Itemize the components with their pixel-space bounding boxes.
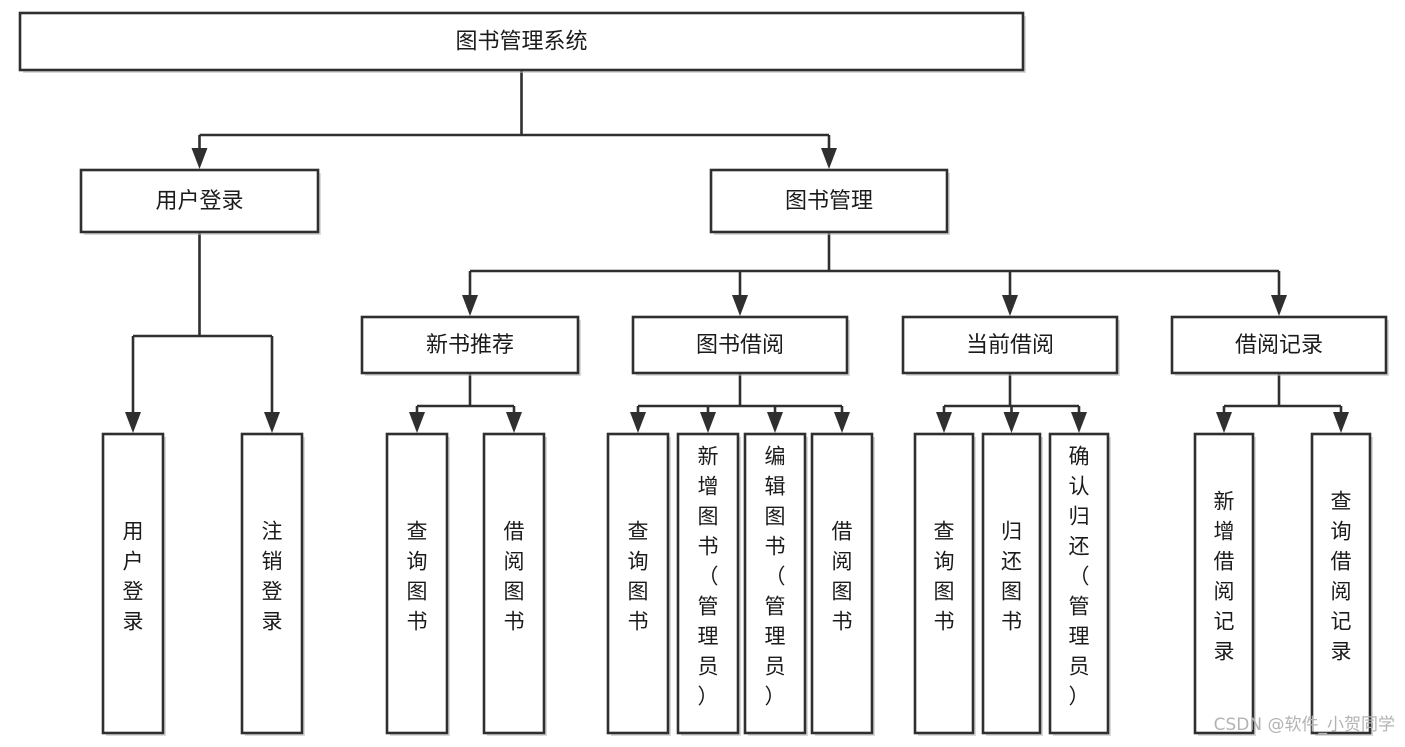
node-box-leaf-borrow-book-rec[interactable] <box>482 432 546 735</box>
connector-borrow-to-leaves <box>630 373 850 433</box>
node-label-user-login: 用户登录 <box>155 189 243 214</box>
connector-userlogin-to-leaves <box>125 232 280 433</box>
node-book-borrow[interactable]: 图书借阅 <box>631 315 850 376</box>
node-leaf-query-book-rec[interactable]: 查询图书 <box>385 432 450 736</box>
node-label-leaf-return-book: 归还图书 <box>1001 520 1022 634</box>
arrow-head-icon <box>1002 295 1018 316</box>
node-label-leaf-query-book-current: 查询图书 <box>934 520 955 634</box>
node-label-leaf-borrow-book-rec: 借阅图书 <box>504 520 525 634</box>
node-label-book-borrow: 图书借阅 <box>696 333 784 358</box>
node-label-leaf-confirm-return-admin: 确认归还（管理员） <box>1069 445 1090 709</box>
arrow-head-icon <box>821 148 837 169</box>
arrow-head-icon <box>630 412 646 433</box>
node-label-leaf-query-borrow-record: 查询借阅记录 <box>1331 490 1352 664</box>
arrow-head-icon <box>506 412 522 433</box>
arrow-head-icon <box>767 412 783 433</box>
node-label-leaf-logout: 注销登录 <box>262 520 283 634</box>
arrow-head-icon <box>462 295 478 316</box>
node-box-leaf-user-login[interactable] <box>101 432 165 735</box>
node-box-current-borrow[interactable] <box>901 315 1119 375</box>
csdn-watermark: CSDN @软件_小贺同学 <box>1214 715 1395 735</box>
node-user-login[interactable]: 用户登录 <box>79 168 321 235</box>
arrow-head-icon <box>1003 412 1020 433</box>
arrow-head-icon <box>409 412 425 433</box>
node-box-book-manage[interactable] <box>709 168 949 234</box>
node-label-new-book-recommend: 新书推荐 <box>426 333 514 358</box>
node-box-leaf-borrow-book[interactable] <box>810 432 874 735</box>
node-box-borrow-record[interactable] <box>1170 315 1388 375</box>
node-box-leaf-query-book-rec[interactable] <box>385 432 449 735</box>
node-box-book-borrow[interactable] <box>631 315 849 375</box>
node-box-user-login[interactable] <box>79 168 320 234</box>
arrow-head-icon <box>125 412 141 433</box>
node-box-root[interactable] <box>18 11 1025 72</box>
node-box-leaf-add-book-admin[interactable] <box>676 432 740 735</box>
node-box-leaf-add-borrow-record[interactable] <box>1193 432 1255 735</box>
node-leaf-query-book-current[interactable]: 查询图书 <box>913 432 976 736</box>
node-new-book-recommend[interactable]: 新书推荐 <box>360 315 581 376</box>
node-leaf-user-login[interactable]: 用户登录 <box>101 432 166 736</box>
node-leaf-return-book[interactable]: 归还图书 <box>981 432 1043 736</box>
node-label-leaf-query-book-borrow: 查询图书 <box>628 520 649 634</box>
node-label-leaf-borrow-book: 借阅图书 <box>832 520 853 634</box>
node-leaf-borrow-book[interactable]: 借阅图书 <box>810 432 875 736</box>
node-box-leaf-query-book-borrow[interactable] <box>606 432 670 735</box>
node-leaf-logout[interactable]: 注销登录 <box>240 432 305 736</box>
node-book-manage[interactable]: 图书管理 <box>709 168 950 235</box>
node-leaf-query-borrow-record[interactable]: 查询借阅记录 <box>1310 432 1373 736</box>
node-layer: 图书管理系统用户登录图书管理新书推荐图书借阅当前借阅借阅记录用户登录注销登录查询… <box>18 11 1389 736</box>
arrow-head-icon <box>1333 412 1349 433</box>
node-label-borrow-record: 借阅记录 <box>1235 333 1323 358</box>
arrow-head-icon <box>264 412 280 433</box>
node-label-book-manage: 图书管理 <box>785 189 873 214</box>
node-leaf-add-book-admin[interactable]: 新增图书（管理员） <box>676 432 741 736</box>
node-borrow-record[interactable]: 借阅记录 <box>1170 315 1389 376</box>
connector-record-to-leaves <box>1216 373 1349 433</box>
node-leaf-add-borrow-record[interactable]: 新增借阅记录 <box>1193 432 1256 736</box>
node-box-leaf-query-book-current[interactable] <box>913 432 975 735</box>
node-label-leaf-edit-book-admin: 编辑图书（管理员） <box>765 445 786 709</box>
node-label-root: 图书管理系统 <box>455 30 587 55</box>
node-box-leaf-query-borrow-record[interactable] <box>1310 432 1372 735</box>
node-leaf-edit-book-admin[interactable]: 编辑图书（管理员） <box>743 432 808 736</box>
node-label-leaf-query-book-rec: 查询图书 <box>407 520 428 634</box>
node-box-leaf-logout[interactable] <box>240 432 304 735</box>
connector-root-to-level1 <box>191 70 837 169</box>
connector-layer <box>125 70 1349 433</box>
connector-bookmanage-to-level2 <box>462 232 1287 316</box>
node-current-borrow[interactable]: 当前借阅 <box>901 315 1120 376</box>
node-leaf-query-book-borrow[interactable]: 查询图书 <box>606 432 671 736</box>
node-leaf-confirm-return-admin[interactable]: 确认归还（管理员） <box>1048 432 1111 736</box>
node-label-leaf-add-book-admin: 新增图书（管理员） <box>698 445 719 709</box>
node-label-current-borrow: 当前借阅 <box>966 333 1054 358</box>
node-label-leaf-add-borrow-record: 新增借阅记录 <box>1214 490 1235 664</box>
node-root[interactable]: 图书管理系统 <box>18 11 1026 73</box>
arrow-head-icon <box>1271 295 1287 316</box>
arrow-head-icon <box>700 412 716 433</box>
node-box-leaf-confirm-return-admin[interactable] <box>1048 432 1110 735</box>
node-box-new-book-recommend[interactable] <box>360 315 580 375</box>
arrow-head-icon <box>1071 412 1087 433</box>
node-leaf-borrow-book-rec[interactable]: 借阅图书 <box>482 432 547 736</box>
arrow-head-icon <box>834 412 850 433</box>
connector-current-to-leaves <box>936 373 1087 433</box>
arrow-head-icon <box>732 295 748 316</box>
arrow-head-icon <box>191 148 208 169</box>
node-box-leaf-edit-book-admin[interactable] <box>743 432 807 735</box>
node-label-leaf-user-login: 用户登录 <box>123 520 144 634</box>
node-box-leaf-return-book[interactable] <box>981 432 1042 735</box>
connector-rec-to-leaves <box>409 373 522 433</box>
arrow-head-icon <box>936 412 952 433</box>
arrow-head-icon <box>1216 412 1232 433</box>
